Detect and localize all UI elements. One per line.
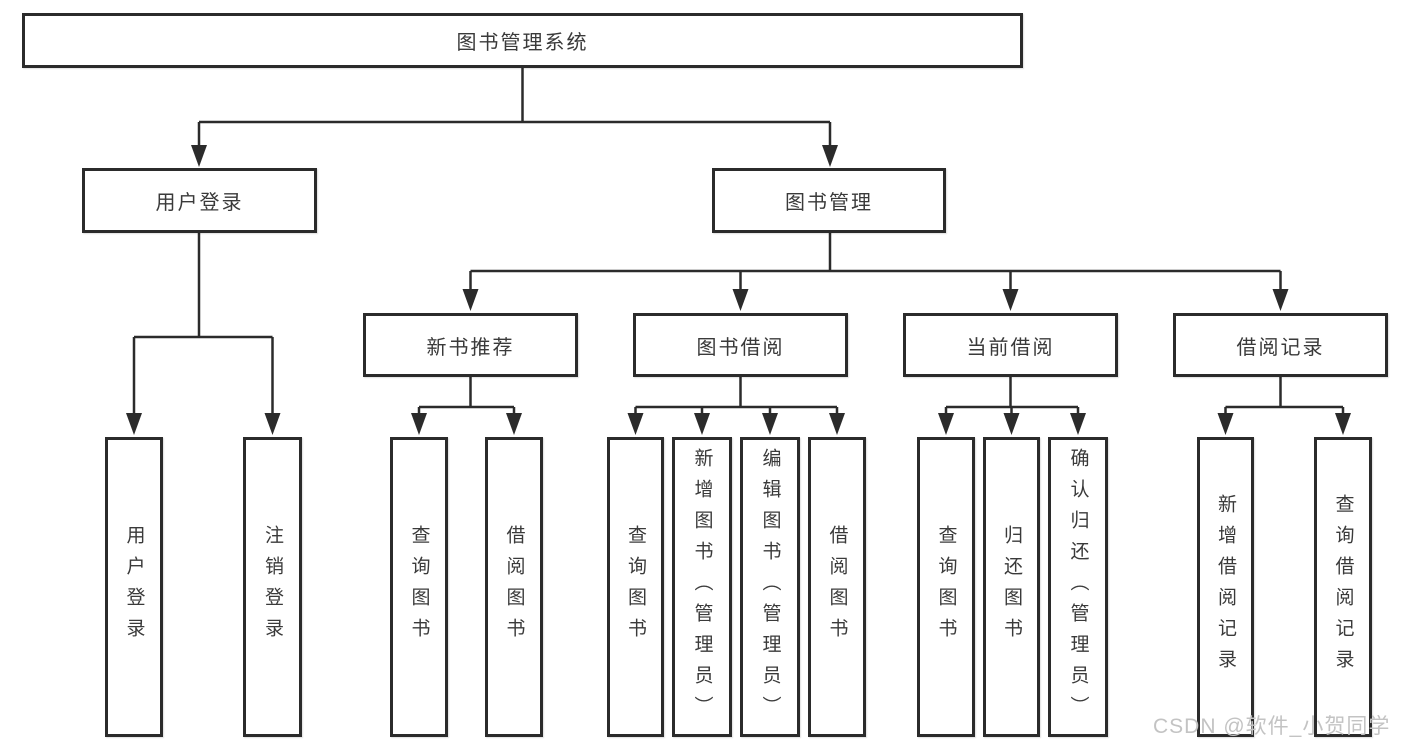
leaf-cb-query-book: 查询图书: [917, 437, 975, 737]
arrowhead-icons: [126, 145, 1351, 435]
leaf-cb-confirm-return-admin: 确认归还（管理员）: [1048, 437, 1108, 737]
node-book-borrow: 图书借阅: [633, 313, 848, 377]
node-current-borrow: 当前借阅: [903, 313, 1118, 377]
node-borrow-records: 借阅记录: [1173, 313, 1388, 377]
leaf-logout: 注销登录: [243, 437, 302, 737]
leaf-nbr-query-book: 查询图书: [390, 437, 448, 737]
leaf-nbr-borrow-book: 借阅图书: [485, 437, 543, 737]
connector-lines: [132, 68, 1345, 414]
csdn-watermark: CSDN @软件_小贺同学: [1153, 715, 1391, 738]
leaf-bb-add-book-admin: 新增图书（管理员）: [672, 437, 732, 737]
leaf-br-query-record: 查询借阅记录: [1314, 437, 1372, 737]
leaf-cb-return-book: 归还图书: [983, 437, 1040, 737]
leaf-br-add-record: 新增借阅记录: [1197, 437, 1254, 737]
node-new-book-recommend: 新书推荐: [363, 313, 578, 377]
node-book-management: 图书管理: [712, 168, 946, 233]
leaf-user-login: 用户登录: [105, 437, 163, 737]
leaf-bb-edit-book-admin: 编辑图书（管理员）: [740, 437, 800, 737]
leaf-bb-borrow-book: 借阅图书: [808, 437, 866, 737]
leaf-bb-query-book: 查询图书: [607, 437, 664, 737]
node-user-login: 用户登录: [82, 168, 317, 233]
node-root: 图书管理系统: [22, 13, 1023, 68]
